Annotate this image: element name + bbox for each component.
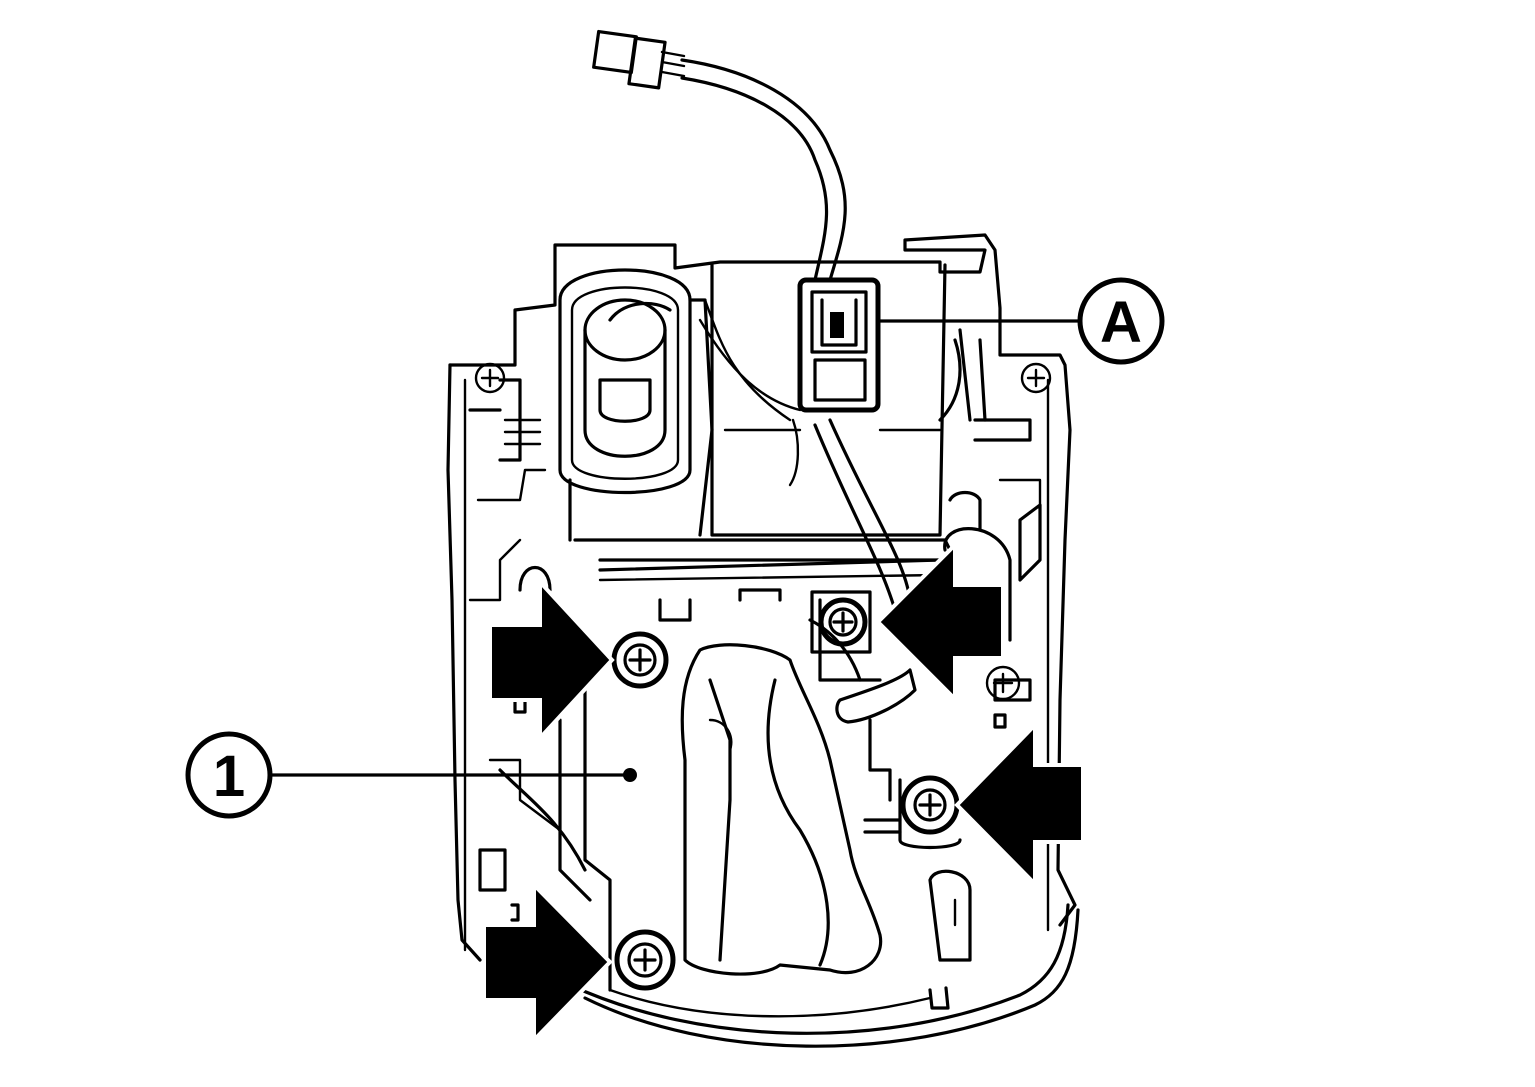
arrow-icon <box>488 576 615 744</box>
screw-icon <box>810 590 872 654</box>
arrow-icon <box>875 540 1005 704</box>
connector-a <box>788 277 881 487</box>
screw-icon <box>611 631 669 689</box>
arrow-icon <box>482 880 613 1045</box>
upper-mechanism <box>468 263 1042 642</box>
bottom-rim <box>568 903 1080 1048</box>
screw-icon <box>1020 362 1052 394</box>
callout-1-label: 1 <box>213 744 245 809</box>
screw-icon <box>474 362 506 394</box>
shift-lever-body <box>478 565 1032 992</box>
screw-icon <box>898 775 962 850</box>
wire-harness <box>592 29 912 612</box>
callout-1: 1 <box>185 731 637 819</box>
arrow-icon <box>954 720 1085 889</box>
screw-icon <box>614 929 676 991</box>
housing-outline <box>446 233 1077 962</box>
callout-a: A <box>878 277 1165 365</box>
callout-a-label: A <box>1100 290 1142 355</box>
screw-icon <box>985 665 1021 701</box>
